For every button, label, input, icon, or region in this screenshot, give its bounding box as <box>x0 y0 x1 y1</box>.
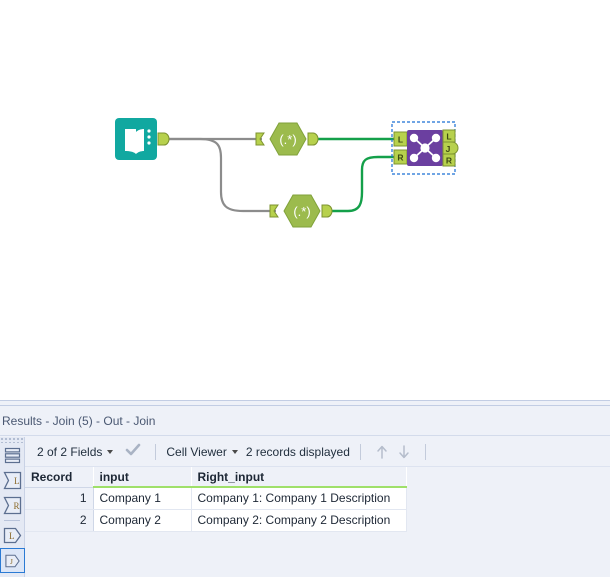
right-output-icon-button[interactable]: R <box>0 493 25 518</box>
cell-record: 2 <box>25 509 94 532</box>
scroll-down-button[interactable] <box>393 444 415 460</box>
column-header-input[interactable]: input <box>93 467 192 488</box>
table-row[interactable]: 2 Company 2 Company 2: Company 2 Descrip… <box>25 509 407 532</box>
results-title: Results - Join (5) - Out - Join <box>0 406 610 436</box>
left-output-icon-button[interactable]: L <box>0 468 25 493</box>
node-regex-top[interactable]: (.*) <box>255 122 319 156</box>
records-displayed-label: 2 records displayed <box>245 444 350 459</box>
svg-text:J: J <box>10 556 13 565</box>
regex-top-label: (.*) <box>279 132 296 147</box>
rail-grip[interactable] <box>0 437 24 443</box>
svg-text:L: L <box>446 132 451 142</box>
rows-icon <box>4 447 21 464</box>
workflow-canvas[interactable]: (.*) (.*) <box>0 0 610 400</box>
table-row[interactable]: 1 Company 1 Company 1: Company 1 Descrip… <box>25 487 407 510</box>
fields-selector[interactable]: 2 of 2 Fields <box>37 445 121 459</box>
table-header-row: Record input Right_input <box>25 467 407 488</box>
svg-text:L: L <box>9 531 15 541</box>
port-regex-bottom-output[interactable] <box>321 204 333 218</box>
port-regex-top-input[interactable] <box>255 132 265 146</box>
results-pane: Results - Join (5) - Out - Join L <box>0 406 610 577</box>
node-regex-bottom[interactable]: (.*) <box>269 194 333 228</box>
cell-right-input[interactable]: Company 1: Company 1 Description <box>191 487 407 510</box>
connection-regex-bottom-to-join-right[interactable] <box>326 155 394 213</box>
table-body: 1 Company 1 Company 1: Company 1 Descrip… <box>25 487 407 532</box>
port-join-output-right[interactable]: R <box>442 153 456 167</box>
svg-text:R: R <box>14 501 20 511</box>
cell-record: 1 <box>25 487 94 510</box>
svg-text:L: L <box>14 476 20 486</box>
column-header-right-input[interactable]: Right_input <box>191 467 407 488</box>
toolbar-divider-2 <box>359 443 361 460</box>
svg-text:R: R <box>397 153 403 163</box>
port-join-output-join[interactable]: J <box>442 141 459 155</box>
port-join-input-left[interactable]: L <box>393 131 408 147</box>
join-selection-border <box>391 121 456 175</box>
pane-splitter[interactable] <box>0 400 610 406</box>
results-anchor-rail: L R L J <box>0 437 25 577</box>
node-text-input[interactable] <box>115 118 170 160</box>
cell-right-input[interactable]: Company 2: Company 2 Description <box>191 509 407 532</box>
toolbar-divider-1 <box>155 443 157 460</box>
port-join-input-right[interactable]: R <box>393 149 408 165</box>
view-mode-selector[interactable]: Cell Viewer <box>166 445 245 459</box>
toolbar-divider-3 <box>424 443 426 460</box>
join-hex-anchor-icon: J <box>5 554 20 567</box>
left-anchor-icon-button[interactable]: L <box>0 523 25 548</box>
left-anchor-flag-icon: L <box>3 471 22 490</box>
join-anchor-icon-button[interactable]: J <box>0 548 25 573</box>
results-toolbar: 2 of 2 Fields Cell Viewer 2 records disp… <box>25 437 610 467</box>
svg-text:L: L <box>398 135 403 145</box>
results-grid[interactable]: Record input Right_input 1 Company 1 Com… <box>25 467 610 577</box>
column-header-record[interactable]: Record <box>25 467 94 488</box>
chevron-down-icon-2[interactable] <box>231 449 238 454</box>
fields-label: 2 of 2 Fields <box>37 444 103 459</box>
right-anchor-flag-icon: R <box>3 496 22 515</box>
results-table: Record input Right_input 1 Company 1 Com… <box>25 467 407 532</box>
left-hex-anchor-icon: L <box>3 527 22 544</box>
view-mode-label: Cell Viewer <box>166 444 227 459</box>
port-regex-bottom-input[interactable] <box>269 204 279 218</box>
cell-input[interactable]: Company 1 <box>93 487 192 510</box>
all-records-icon-button[interactable] <box>0 443 25 468</box>
port-regex-top-output[interactable] <box>307 132 319 146</box>
chevron-down-icon[interactable] <box>107 449 114 454</box>
connection-textinput-to-regex-bottom[interactable] <box>160 137 276 213</box>
rail-divider <box>4 520 20 521</box>
scroll-up-button[interactable] <box>371 444 393 460</box>
regex-bottom-label: (.*) <box>293 204 310 219</box>
svg-text:R: R <box>446 156 452 166</box>
cell-input[interactable]: Company 2 <box>93 509 192 532</box>
node-join[interactable]: L R <box>391 121 459 175</box>
checkmark-icon[interactable] <box>125 443 141 460</box>
svg-text:J: J <box>446 144 451 154</box>
port-join-output-left[interactable]: L <box>442 129 456 143</box>
port-text-input-output[interactable] <box>157 132 170 146</box>
